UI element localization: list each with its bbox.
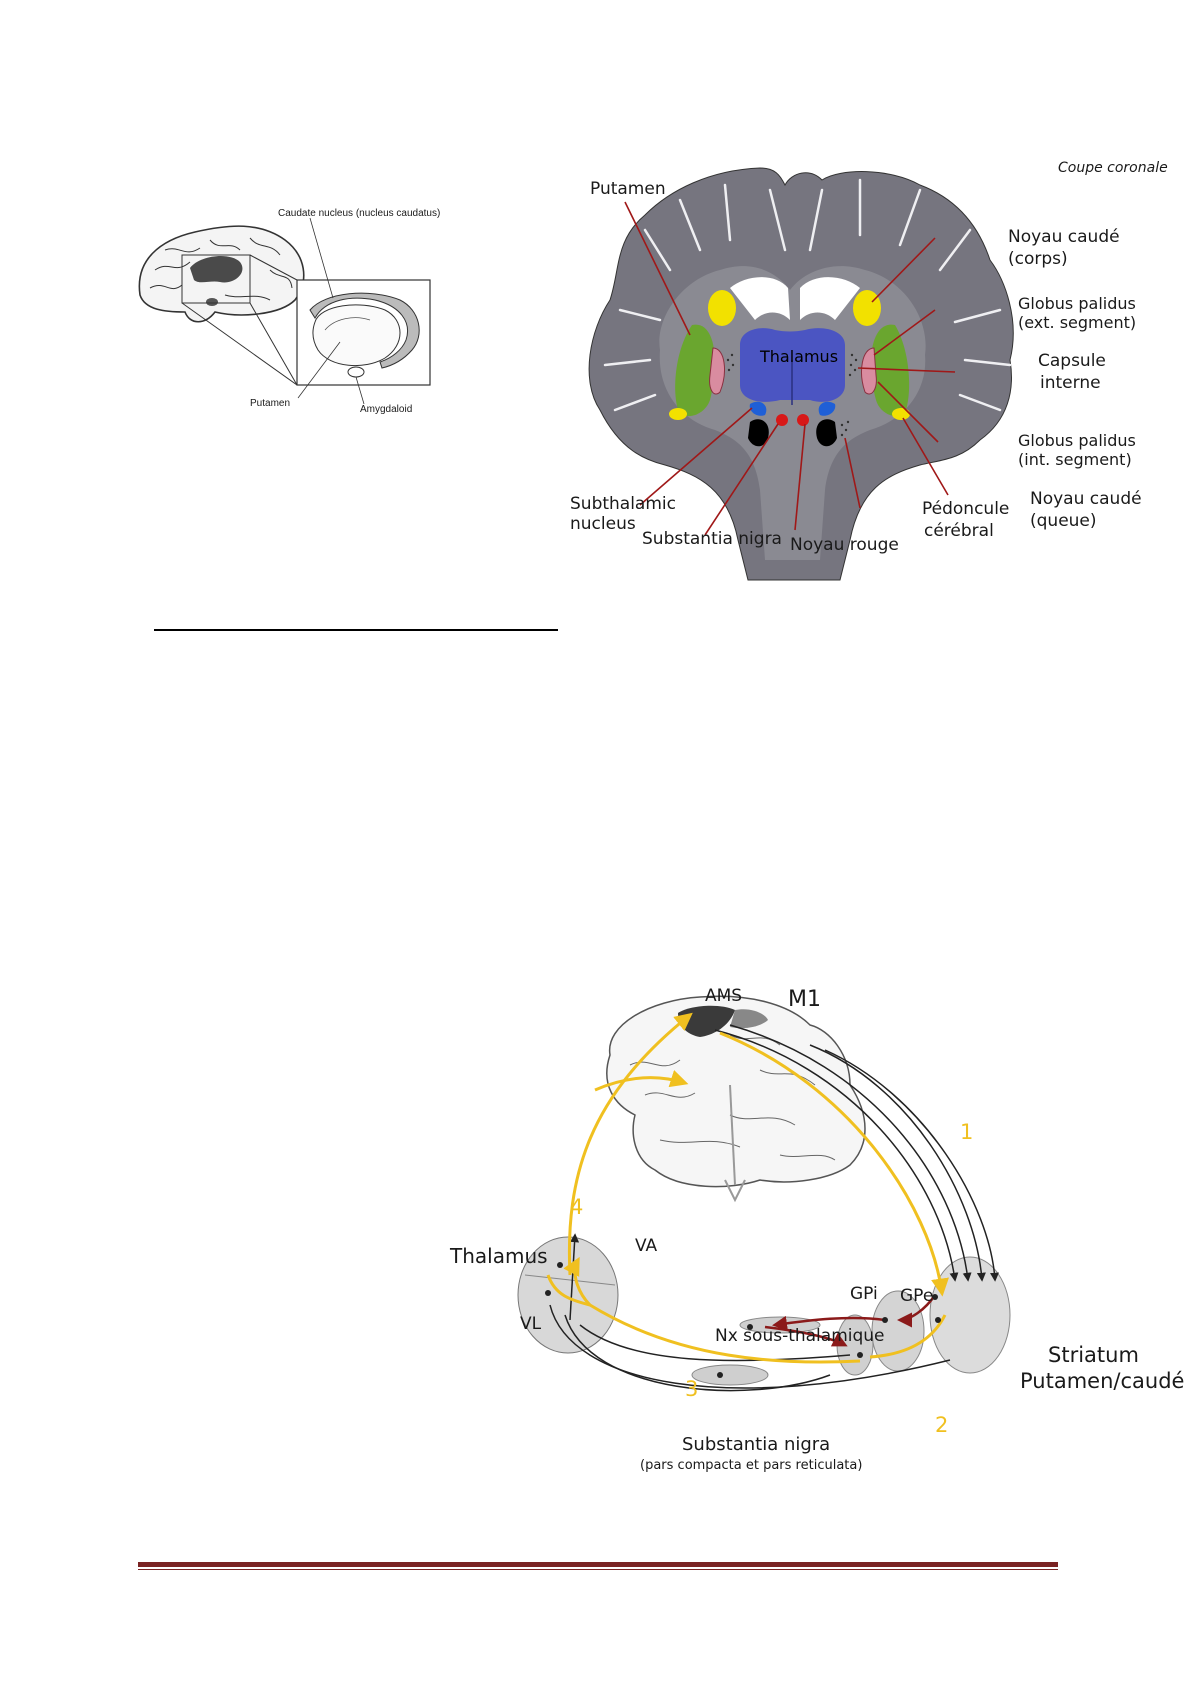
label-nx-sous-thalamique: Nx sous-thalamique <box>715 1327 885 1347</box>
label-pedoncule-2: cérébral <box>924 522 994 542</box>
footer-rule-thin <box>138 1569 1058 1570</box>
label-vl: VL <box>520 1315 541 1335</box>
label-globus-ext-2: (ext. segment) <box>1018 314 1136 332</box>
amygdala-dot <box>206 298 218 306</box>
coronal-caption: Coupe coronale <box>1058 160 1168 176</box>
label-globus-int-2: (int. segment) <box>1018 451 1132 469</box>
label-substantia-nigra-circuit: Substantia nigra <box>682 1435 830 1456</box>
putamen-enlarged <box>313 305 400 366</box>
label-thalamus-circuit: Thalamus <box>450 1245 548 1268</box>
label-substantia-nigra-coronal: Substantia nigra <box>642 530 782 550</box>
striatum-shape <box>930 1257 1010 1373</box>
label-pedoncule-1: Pédoncule <box>922 500 1009 520</box>
label-ams: AMS <box>705 987 742 1007</box>
label-globus-ext-1: Globus palidus <box>1018 295 1136 313</box>
label-striatum-1: Striatum <box>1048 1343 1139 1367</box>
substantia-nigra-right <box>816 419 837 446</box>
lateral-brain-figure: Caudate nucleus (nucleus caudatus) Putam… <box>120 200 480 460</box>
caudate-tail-left <box>669 408 687 420</box>
basal-ganglia-circuit-figure: AMS M1 Thalamus VA VL GPi GPe Nx sous-th… <box>430 975 1190 1535</box>
caudate-body-right <box>853 290 881 326</box>
label-noyau-caude-queue-2: (queue) <box>1030 512 1097 532</box>
section-divider <box>154 629 558 631</box>
label-path-4: 4 <box>570 1195 583 1219</box>
label-amygdaloid: Amygdaloid <box>360 404 412 416</box>
label-path-2: 2 <box>935 1413 948 1437</box>
label-path-1: 1 <box>960 1120 973 1144</box>
globus-pallidus-left <box>710 348 725 394</box>
amygdaloid-enlarged <box>348 367 364 377</box>
label-subthalamic-1: Subthalamic <box>570 495 676 515</box>
label-noyau-caude-queue-1: Noyau caudé <box>1030 490 1142 510</box>
label-va: VA <box>635 1237 657 1257</box>
label-noyau-caude-corps-1: Noyau caudé <box>1008 228 1120 248</box>
lateral-brain-drawing <box>120 200 480 460</box>
label-m1: M1 <box>788 987 821 1012</box>
label-subthalamic-2: nucleus <box>570 515 636 535</box>
label-putamen-lateral: Putamen <box>250 398 290 410</box>
footer-rule <box>138 1562 1058 1567</box>
label-globus-int-1: Globus palidus <box>1018 432 1136 450</box>
label-thalamus-coronal: Thalamus <box>760 348 838 366</box>
caudate-body-left <box>708 290 736 326</box>
red-nucleus-right <box>797 414 809 426</box>
label-gpe: GPe <box>900 1287 933 1307</box>
label-noyau-caude-corps-2: (corps) <box>1008 250 1068 270</box>
label-putamen: Putamen <box>590 180 666 200</box>
label-path-3: 3 <box>685 1377 698 1401</box>
label-capsule-2: interne <box>1040 374 1101 394</box>
label-caudate-nucleus: Caudate nucleus (nucleus caudatus) <box>278 208 440 220</box>
label-substantia-nigra-sub: (pars compacta et pars reticulata) <box>640 1459 862 1474</box>
caudate-tail-right <box>892 408 910 420</box>
label-gpi: GPi <box>850 1285 878 1305</box>
coronal-section-figure: Coupe coronale Putamen Noyau caudé (corp… <box>560 160 1160 600</box>
label-noyau-rouge: Noyau rouge <box>790 536 899 556</box>
label-striatum-2: Putamen/caudé <box>1020 1369 1184 1393</box>
label-capsule-1: Capsule <box>1038 352 1106 372</box>
substantia-nigra-shape <box>692 1365 768 1385</box>
